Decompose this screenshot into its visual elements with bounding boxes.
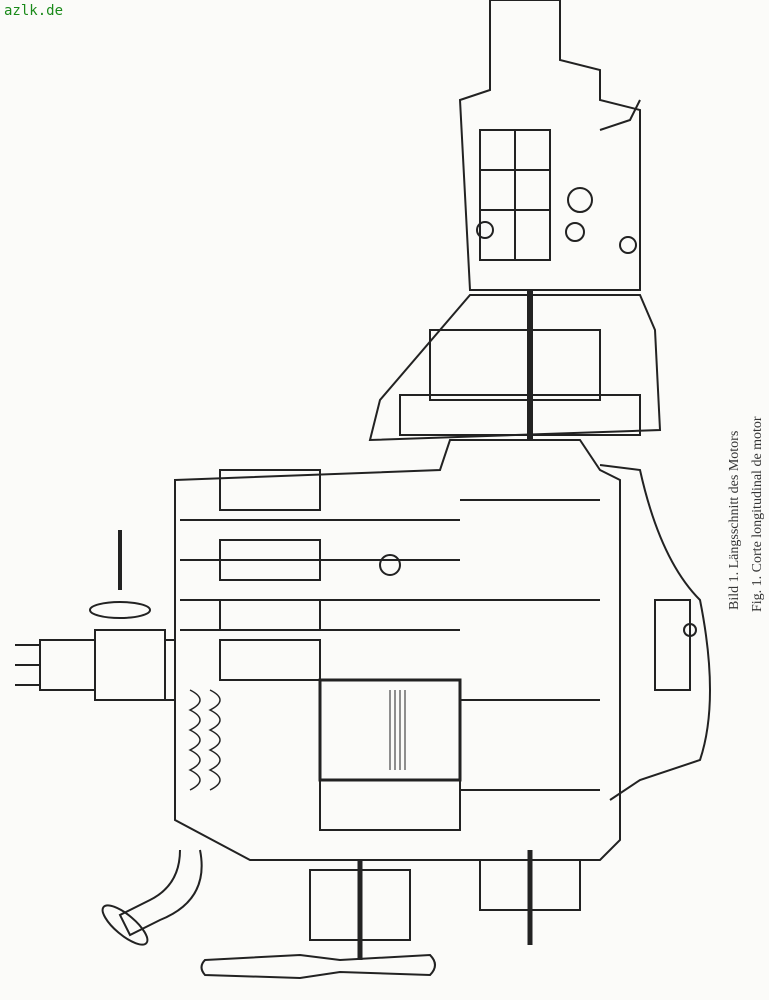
distributor bbox=[15, 530, 176, 701]
watermark: azlk.de bbox=[4, 3, 64, 19]
control-lever bbox=[200, 953, 436, 980]
bellhousing bbox=[368, 290, 662, 442]
oil-sump bbox=[599, 464, 711, 801]
caption-spanish: Fig. 1. Corte longitudinal de motor bbox=[750, 416, 765, 612]
gearbox bbox=[458, 0, 641, 291]
air-intake bbox=[101, 849, 203, 946]
fan bbox=[309, 850, 581, 960]
caption-german: Bild 1. Längsschnitt des Motors bbox=[727, 430, 742, 610]
engine-block bbox=[174, 439, 621, 861]
